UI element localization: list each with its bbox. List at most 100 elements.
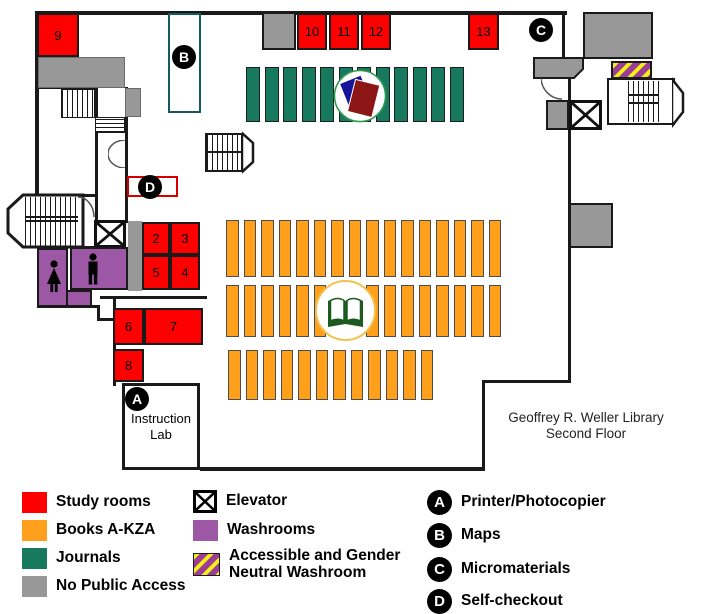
- man-icon: [88, 253, 98, 285]
- legend-label: No Public Access: [56, 577, 186, 594]
- shelf-bar: [488, 285, 501, 337]
- shelf-bar: [420, 350, 433, 400]
- shelf-bar: [226, 220, 239, 277]
- study-room: 10: [297, 13, 327, 50]
- marker-self-checkout: D: [138, 175, 162, 199]
- legend-item-micromaterials: C Micromaterials: [427, 556, 571, 582]
- shelf-bar: [453, 220, 466, 277]
- no-public-access-area: [38, 57, 125, 88]
- shelf-bar: [449, 67, 464, 122]
- shelf-bar: [383, 220, 396, 277]
- legend-label: Elevator: [226, 492, 288, 509]
- shelf-bar: [301, 67, 316, 122]
- study-room: 13: [468, 13, 499, 50]
- shelf-bar: [278, 285, 291, 337]
- legend-label: Printer/Photocopier: [461, 493, 606, 510]
- stair-rail: [628, 94, 659, 96]
- shelf-bar: [296, 285, 309, 337]
- shelf-bar: [431, 67, 445, 122]
- journals-icon: [333, 69, 387, 123]
- shelf-bar: [278, 220, 291, 277]
- door-arc: [78, 196, 95, 217]
- stairs-cap: [242, 131, 255, 174]
- book-shelves-row-3: [228, 350, 433, 400]
- shelf-bar: [243, 220, 256, 277]
- instruction-lab-label-line1: Instruction: [131, 410, 191, 426]
- shelf-bar: [383, 285, 396, 337]
- map-title-line1: Geoffrey R. Weller Library: [508, 410, 664, 425]
- legend-item-journals: Journals: [22, 546, 121, 570]
- legend-label: Maps: [461, 526, 501, 543]
- shelf-bar: [401, 220, 414, 277]
- legend-label: Study rooms: [56, 493, 151, 510]
- shelf-bar: [471, 220, 484, 277]
- no-public-access-area: [569, 203, 613, 248]
- wall: [38, 87, 96, 89]
- legend-item-self-checkout: D Self-checkout: [427, 588, 563, 614]
- legend-item-printer-photocopier: A Printer/Photocopier: [427, 489, 606, 515]
- wall: [562, 11, 565, 59]
- marker-maps: B: [172, 45, 196, 69]
- shelf-bar: [350, 350, 363, 400]
- elevator-x-icon: [97, 223, 123, 245]
- shelf-bar: [261, 220, 274, 277]
- wall: [97, 305, 100, 321]
- stair-rail: [25, 220, 78, 222]
- study-room: 12: [361, 13, 391, 50]
- wall: [200, 467, 485, 471]
- no-public-access-area: [125, 88, 141, 117]
- washroom-men: [70, 247, 128, 290]
- study-room: 4: [170, 255, 200, 290]
- book-shelves-row-1: [226, 220, 501, 277]
- legend-label: Books A-KZA: [56, 521, 156, 538]
- shelf-bar: [245, 350, 258, 400]
- shelf-bar: [348, 220, 361, 277]
- legend-label: Self-checkout: [461, 592, 563, 609]
- shelf-bar: [436, 285, 449, 337]
- shelf-bar: [226, 285, 239, 337]
- legend-label: Micromaterials: [461, 560, 571, 577]
- map-title: Geoffrey R. Weller Library Second Floor: [496, 410, 676, 441]
- elevator-x-icon: [572, 103, 599, 127]
- wall: [100, 296, 207, 299]
- shelf-bar: [296, 220, 309, 277]
- shelf-bar: [394, 67, 408, 122]
- stairs: [205, 133, 243, 172]
- legend-item-maps: B Maps: [427, 522, 501, 548]
- shelf-bar: [331, 220, 344, 277]
- wall: [125, 87, 128, 223]
- journals-swatch: [22, 547, 47, 569]
- stairs: [95, 117, 125, 133]
- legend-label: Accessible and Gender: [229, 547, 401, 564]
- legend-item-washrooms: Washrooms: [193, 518, 315, 542]
- no-public-access-area: [533, 57, 584, 79]
- door-arc: [108, 140, 126, 168]
- study-room: 8: [113, 349, 144, 382]
- washroom-women: [37, 248, 68, 307]
- no-public-access-area: [583, 12, 653, 59]
- no-public-access-area: [128, 221, 142, 291]
- shelf-bar: [298, 350, 311, 400]
- stair-rail: [207, 151, 241, 153]
- study-room: 11: [329, 13, 359, 50]
- marker-badge: A: [427, 489, 452, 515]
- study-room: 2: [142, 222, 170, 255]
- marker-printer-photocopier: A: [125, 387, 149, 411]
- shelf-bar: [243, 285, 256, 337]
- accessible-washroom: [611, 61, 652, 79]
- shelf-bar: [283, 67, 297, 122]
- shelf-bar: [280, 350, 293, 400]
- wall: [482, 380, 571, 383]
- wall: [568, 128, 571, 383]
- washroom-women: [66, 290, 92, 307]
- shelf-bar: [488, 220, 501, 277]
- shelf-bar: [368, 350, 381, 400]
- no-public-access-area: [546, 100, 569, 130]
- marker-micromaterials: C: [529, 18, 553, 42]
- book-shelves-row-2: [226, 285, 501, 337]
- wall: [97, 318, 115, 321]
- floor-plan: 9 10 11 12 13 2 3 5 4 6 7 8: [6, 11, 685, 471]
- wall: [95, 88, 98, 221]
- shelf-bar: [264, 67, 279, 122]
- legend-item-books: Books A-KZA: [22, 518, 155, 542]
